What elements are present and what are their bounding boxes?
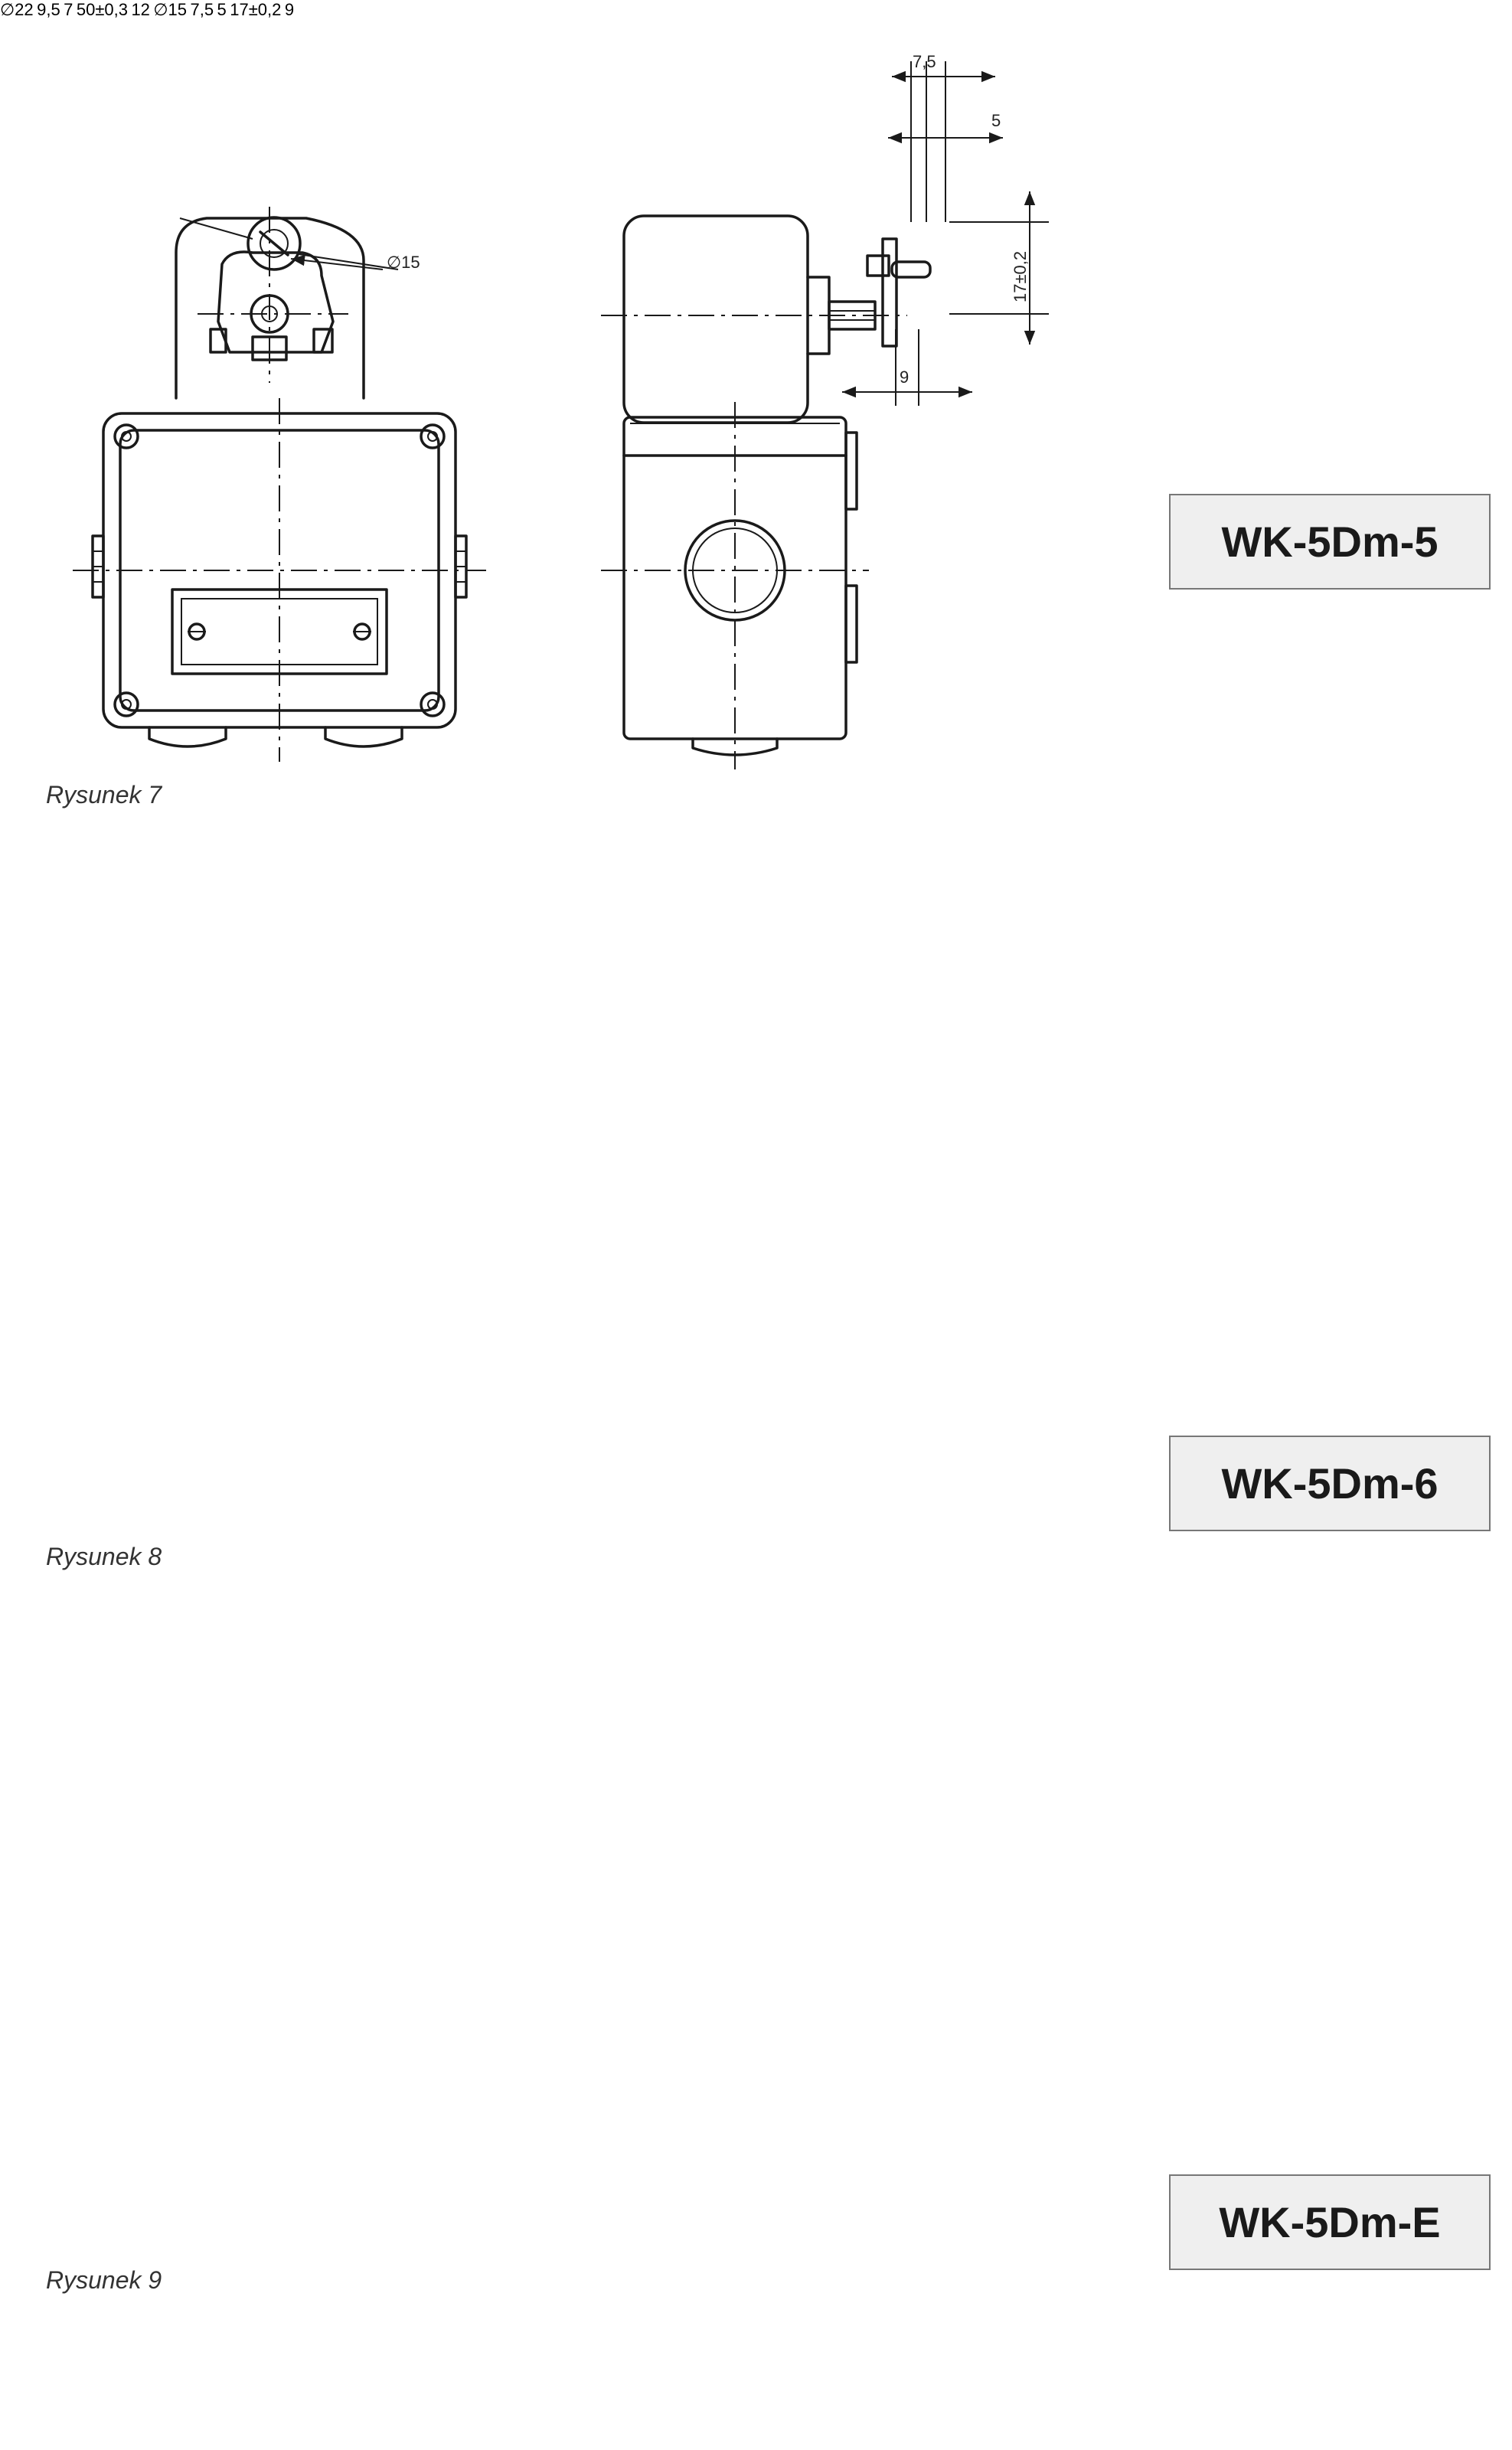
figure-7-front-view: [71, 207, 488, 763]
dimension-label: 17±0,2: [1011, 251, 1030, 302]
dimension-label: 9: [284, 0, 295, 19]
dimension-label: 7: [64, 0, 73, 19]
dimension-label: 9: [900, 368, 909, 387]
figure-caption: Rysunek 7: [46, 781, 162, 808]
dimension-label: 7,5: [913, 52, 936, 71]
dimension-label: 7,5: [190, 0, 214, 19]
dimension-label: 5: [217, 0, 227, 19]
figure-7-side-view: [599, 61, 1049, 771]
roller-diameter-label: ∅22: [0, 0, 34, 19]
dimension-label: 12: [131, 0, 150, 19]
roller-diameter-label: ∅15: [153, 0, 188, 19]
dimension-label: 9,5: [37, 0, 60, 19]
model-label: WK-5Dm-5: [1169, 494, 1491, 590]
dimension-label: 17±0,2: [230, 0, 282, 19]
model-label: WK-5Dm-6: [1169, 1436, 1491, 1531]
model-label: WK-5Dm-E: [1169, 2174, 1491, 2270]
dimension-label: 5: [991, 111, 1001, 130]
figure-caption: Rysunek 9: [46, 2266, 162, 2294]
dimension-label: 50±0,3: [76, 0, 128, 19]
figure-caption: Rysunek 8: [46, 1543, 162, 1570]
roller-diameter-label: ∅15: [387, 253, 420, 272]
